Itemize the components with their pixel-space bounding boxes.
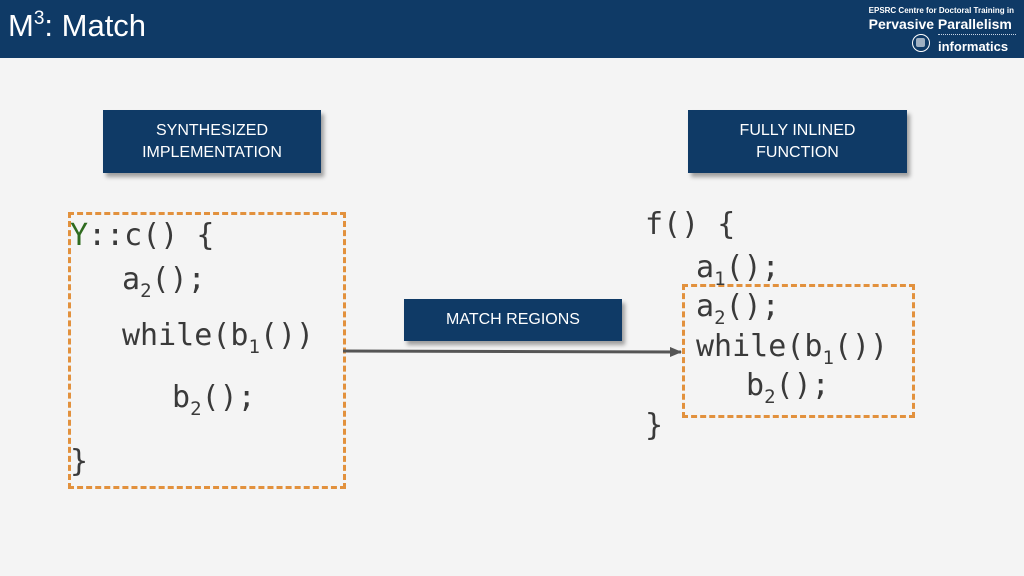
fn-call: (); xyxy=(725,250,780,285)
university-name-line xyxy=(938,34,1016,38)
while-tail: ()) xyxy=(833,329,889,364)
title-text: M xyxy=(8,8,34,43)
right-match-region xyxy=(682,284,915,418)
arrow-line xyxy=(342,346,682,357)
title-superscript: 3 xyxy=(33,8,45,29)
fn-name: a xyxy=(696,250,715,285)
right-code-a1: a1(); xyxy=(696,250,780,290)
fn-call: (); xyxy=(725,289,780,324)
logo-title: Pervasive Parallelism xyxy=(868,16,1012,32)
closing-brace: } xyxy=(70,444,89,479)
while-subscript: 1 xyxy=(248,336,260,358)
right-code-close: } xyxy=(645,408,663,443)
right-code-signature: f() { xyxy=(645,207,735,242)
fn-call: (); xyxy=(201,380,256,415)
match-regions-label: MATCH REGIONS xyxy=(404,299,622,341)
method-signature: ::c() { xyxy=(88,218,215,253)
synth-line-2: IMPLEMENTATION xyxy=(142,143,282,161)
fn-call: (); xyxy=(775,368,830,403)
while-tail: ()) xyxy=(259,318,315,353)
while-subscript: 1 xyxy=(822,347,834,369)
slide-title: M3: Match xyxy=(8,8,146,44)
left-code-a2: a2(); xyxy=(122,262,206,302)
fn-call: (); xyxy=(151,262,206,297)
left-code-signature: Y::c() { xyxy=(70,218,215,253)
fn-subscript: 2 xyxy=(764,386,776,408)
left-code-close: } xyxy=(70,444,88,479)
while-head: while(b xyxy=(696,329,823,364)
match-regions-text: MATCH REGIONS xyxy=(446,311,580,328)
fn-subscript: 2 xyxy=(714,307,726,329)
fn-name: b xyxy=(172,380,191,415)
synth-line-1: SYNTHESIZED xyxy=(155,121,268,139)
fn-name: a xyxy=(696,289,715,324)
closing-brace: } xyxy=(645,408,664,443)
fn-name: b xyxy=(746,368,765,403)
right-code-a2: a2(); xyxy=(696,289,780,329)
synthesized-implementation-label: SYNTHESIZED IMPLEMENTATION xyxy=(103,110,321,173)
fn-name: a xyxy=(122,262,141,297)
inlined-line-2: FUNCTION xyxy=(756,143,839,161)
left-code-while: while(b1()) xyxy=(122,318,314,358)
inlined-line-1: FULLY INLINED xyxy=(739,121,856,139)
fn-subscript: 1 xyxy=(714,268,726,290)
header-bar: M3: Match EPSRC Centre for Doctoral Trai… xyxy=(0,0,1024,58)
logo-subtitle: EPSRC Centre for Doctoral Training in xyxy=(868,6,1014,15)
informatics-label: informatics xyxy=(938,39,1009,54)
while-head: while(b xyxy=(122,318,249,353)
right-code-b2: b2(); xyxy=(746,368,830,408)
fully-inlined-function-label: FULLY INLINED FUNCTION xyxy=(688,110,907,173)
crest-icon xyxy=(912,34,930,52)
function-signature: f() { xyxy=(645,207,736,242)
fn-subscript: 2 xyxy=(190,398,202,420)
right-code-while: while(b1()) xyxy=(696,329,888,369)
left-code-b2: b2(); xyxy=(172,380,256,420)
fn-subscript: 2 xyxy=(140,280,152,302)
epsrc-logo: EPSRC Centre for Doctoral Training in Pe… xyxy=(869,6,1014,32)
informatics-logo: informatics xyxy=(912,33,1018,55)
title-text-rest: : Match xyxy=(44,8,147,43)
class-name: Y xyxy=(70,218,89,253)
